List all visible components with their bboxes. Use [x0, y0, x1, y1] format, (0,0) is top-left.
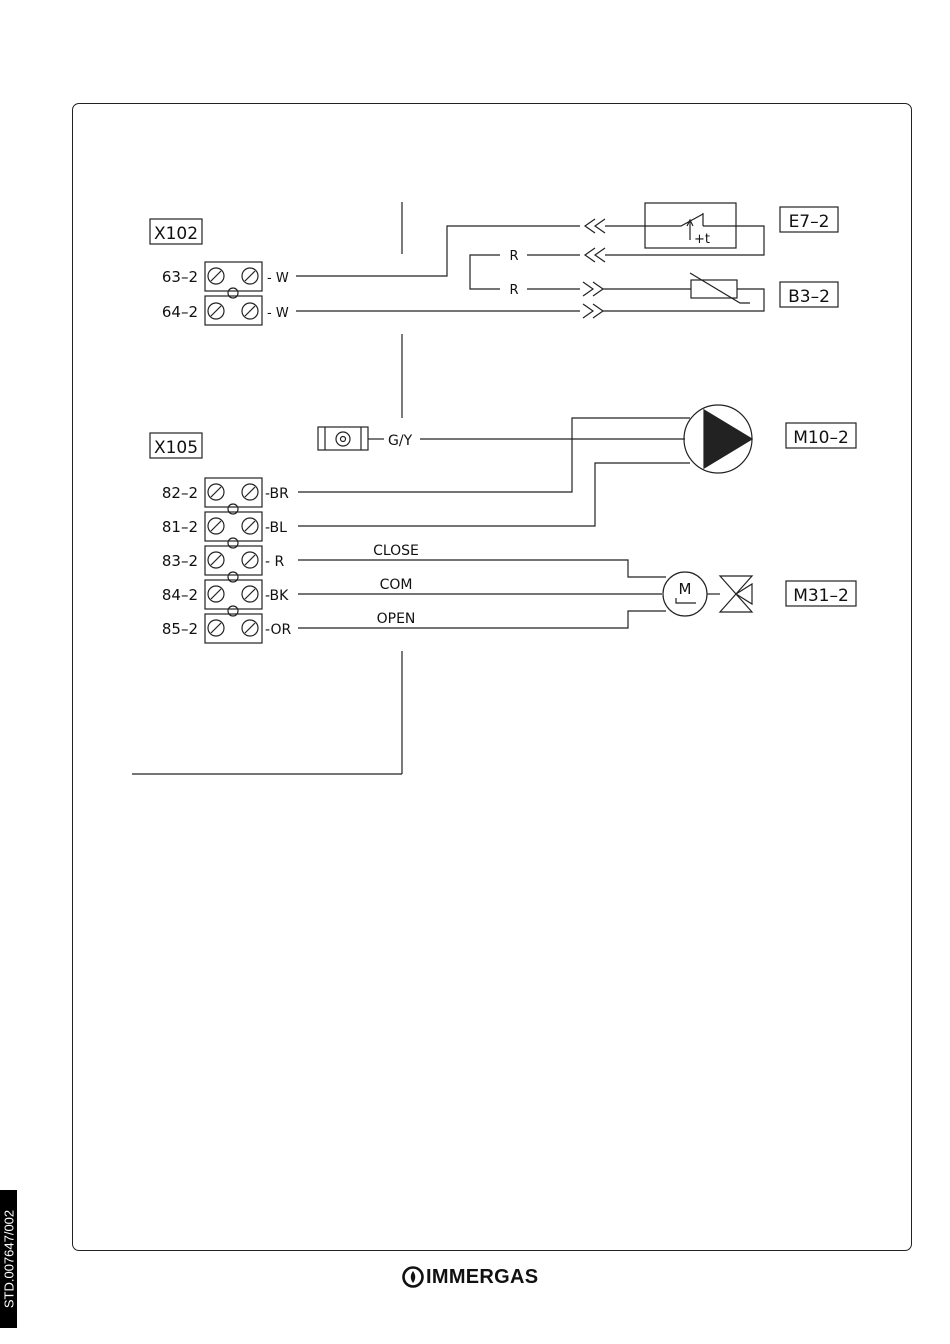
x105-terminal-block: [205, 478, 262, 643]
x102-pin-64: 64–2: [162, 303, 198, 321]
three-way-valve-symbol: [720, 576, 752, 612]
x105-wire-bl: -BL: [265, 520, 287, 536]
wire-open: OPEN: [377, 611, 416, 627]
x105-wire-r: - R: [265, 554, 285, 570]
earth-terminal: [318, 427, 685, 450]
valve-wires: [298, 560, 666, 628]
e7-label: E7–2: [789, 212, 830, 232]
b3-label: B3–2: [788, 287, 830, 307]
wire-r-lower: R: [509, 283, 518, 298]
x105-pin-84: 84–2: [162, 586, 198, 604]
x105-pin-81: 81–2: [162, 518, 198, 536]
pump-m10-symbol: [684, 405, 752, 473]
valve-motor-symbol: [663, 572, 720, 616]
x105-wire-bk: -BK: [265, 588, 289, 604]
x105-pin-85: 85–2: [162, 620, 198, 638]
valve-motor-text: M: [679, 580, 692, 598]
x105-wire-br: -BR: [265, 486, 289, 502]
x102-wire-64: - W: [267, 306, 289, 321]
x105-wire-or: -OR: [265, 622, 291, 638]
brand-name: IMMERGAS: [426, 1266, 538, 1289]
flame-logo-icon: [402, 1266, 424, 1288]
m10-label: M10–2: [793, 428, 849, 448]
x102-wire-63: - W: [267, 271, 289, 286]
brand-logo: IMMERGAS: [402, 1264, 538, 1290]
pump-wires: [298, 418, 690, 526]
x105-pin-82: 82–2: [162, 484, 198, 502]
x105-label: X105: [154, 438, 198, 458]
document-code-stamp: STD.007647/002: [0, 1190, 17, 1328]
x102-pin-63: 63–2: [162, 268, 198, 286]
thermostat-e7-symbol: [645, 203, 736, 248]
m31-label: M31–2: [793, 586, 849, 606]
wire-r-upper: R: [509, 249, 518, 264]
x102-label: X102: [154, 224, 198, 244]
connector-x102: X102 63–2 64–2 - W - W: [150, 219, 289, 325]
connector-x105: X105 82–2: [150, 433, 291, 643]
document-code: STD.007647/002: [1, 1210, 16, 1308]
probe-b3-symbol: [690, 273, 750, 303]
wire-com: COM: [380, 577, 413, 593]
wire-gy: G/Y: [388, 433, 413, 449]
x102-terminal-block: [205, 262, 262, 325]
x105-pin-83: 83–2: [162, 552, 198, 570]
wire-close: CLOSE: [373, 543, 419, 559]
thermostat-symbol-text: +t: [694, 232, 710, 247]
